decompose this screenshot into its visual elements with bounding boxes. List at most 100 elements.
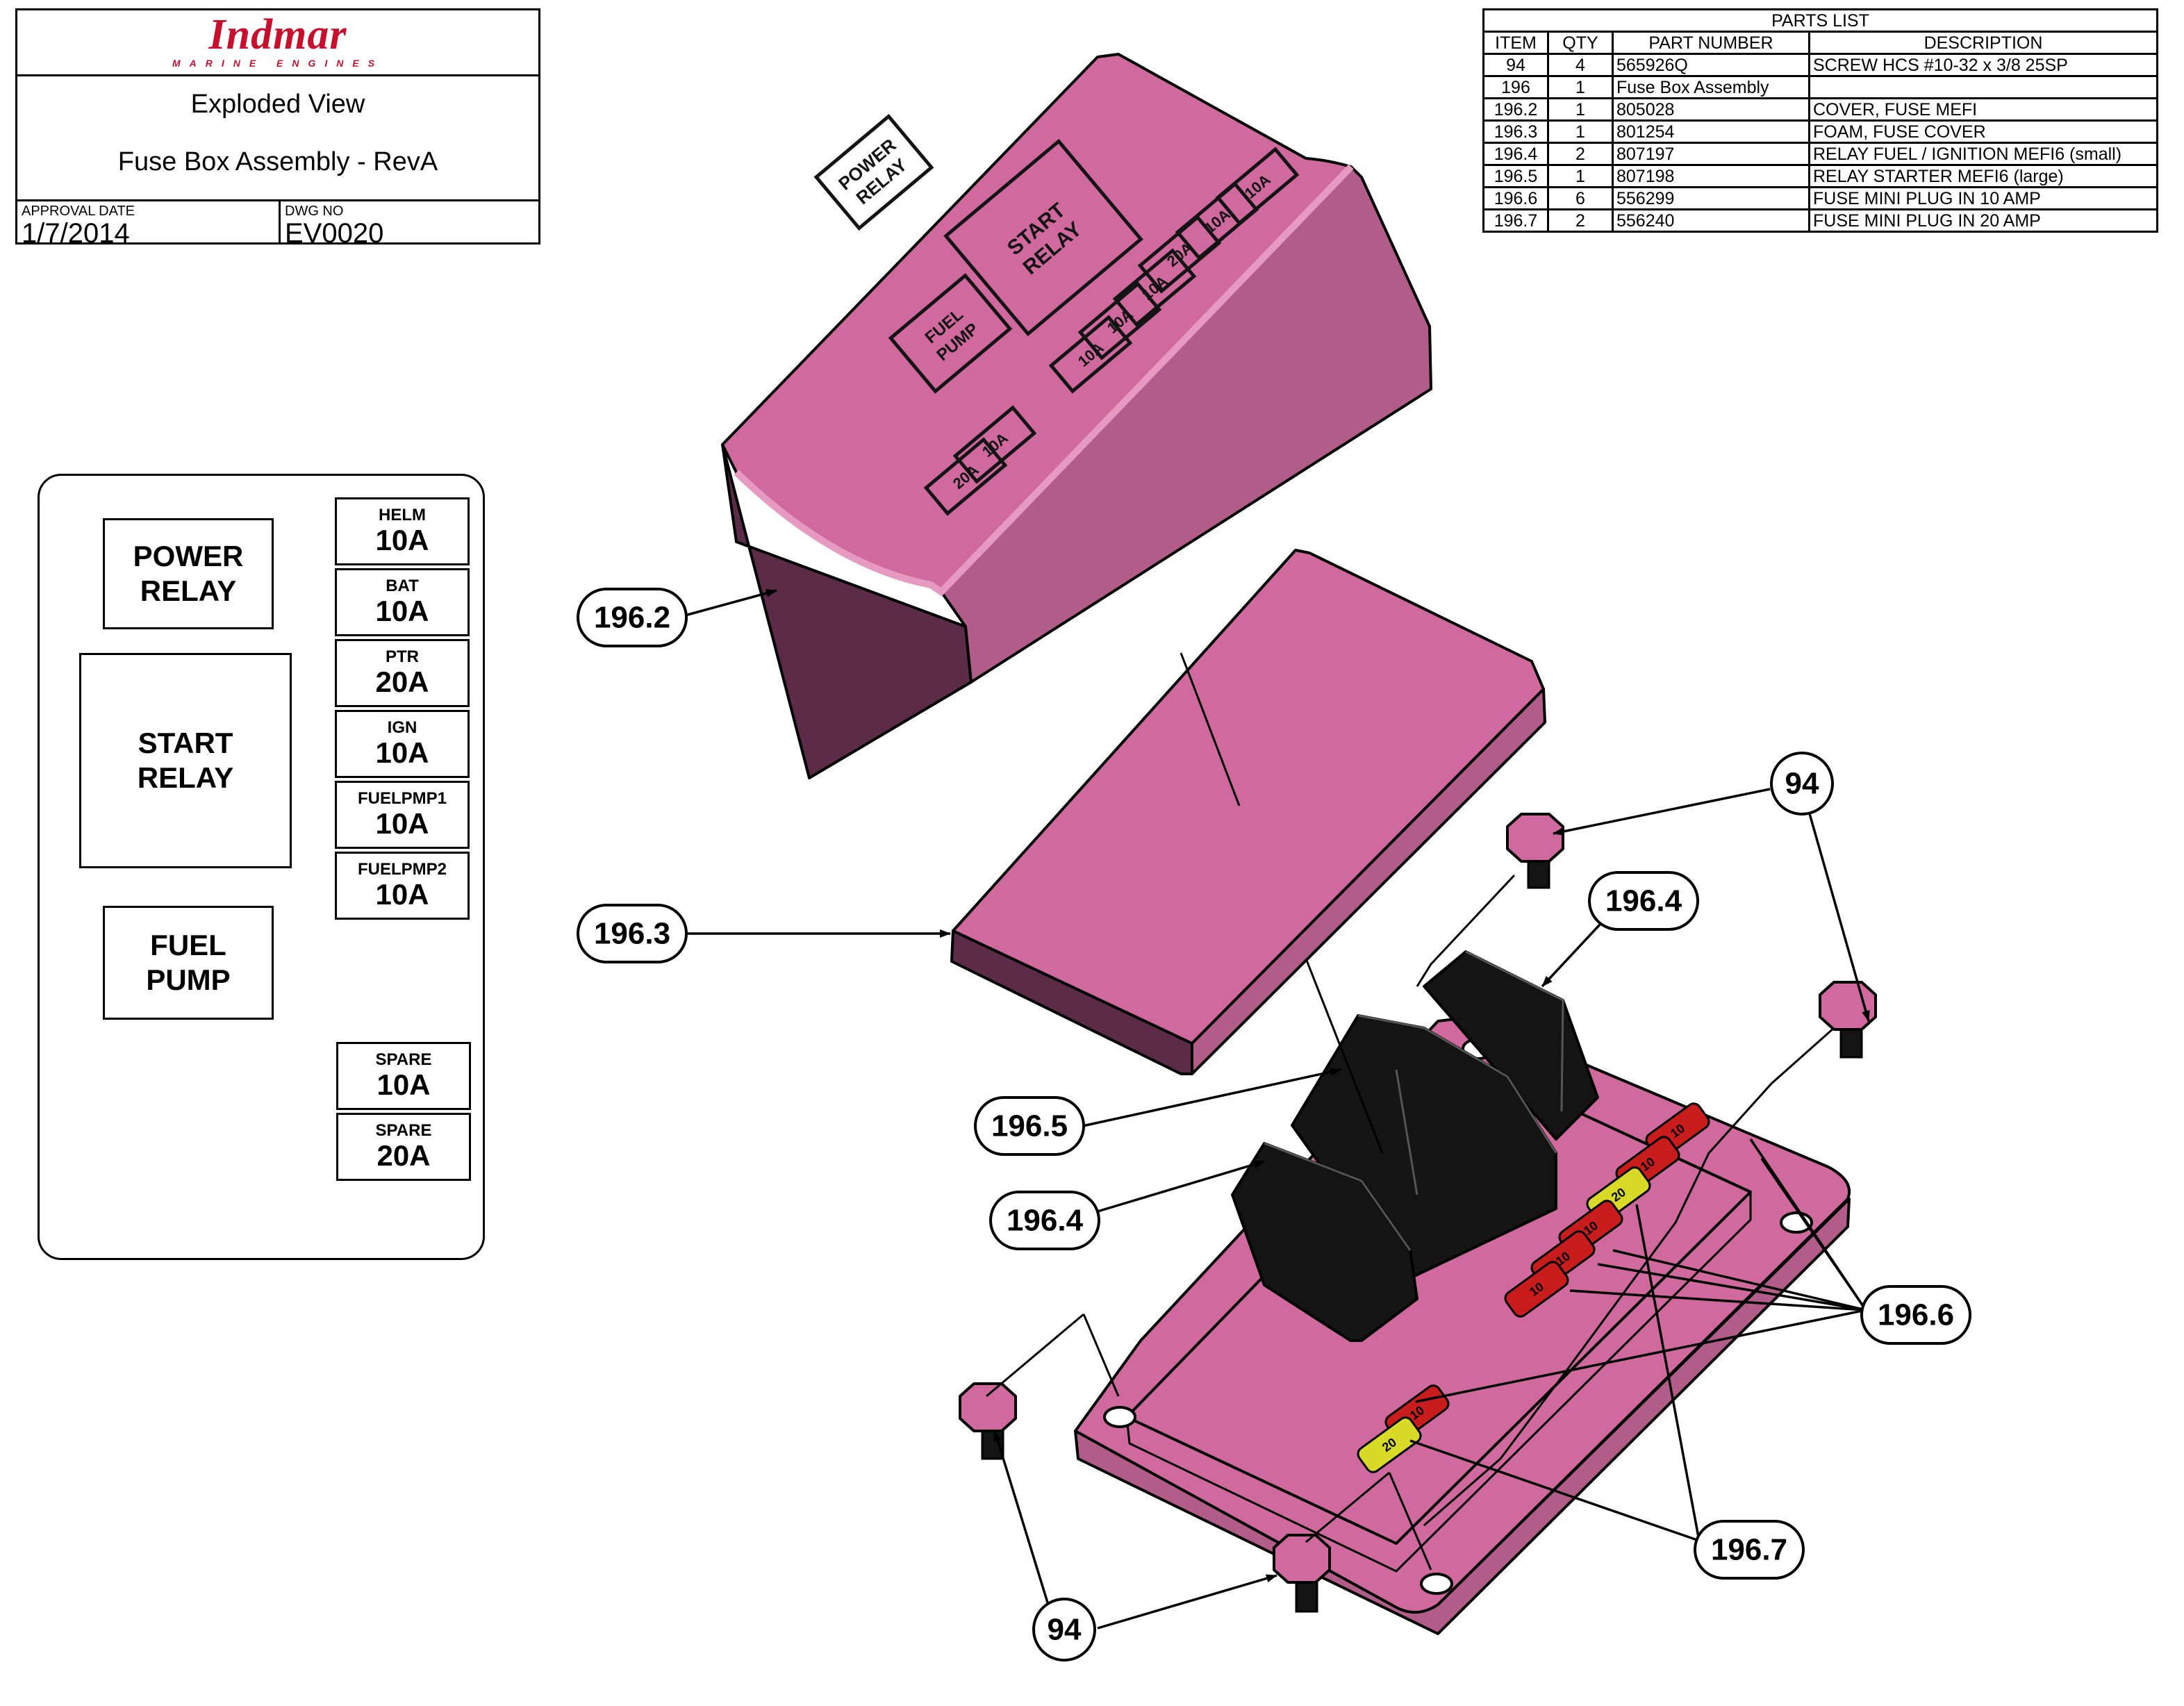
drawing-title: Exploded View Fuse Box Assembly - RevA — [17, 74, 538, 201]
base-mount-hole — [1103, 1406, 1136, 1428]
cover-label-power-relay: POWER RELAY — [813, 113, 934, 231]
table-row: 196.5 1 807198 RELAY STARTER MEFI6 (larg… — [1482, 164, 2158, 188]
parts-list-table: PARTS LIST ITEM QTY PART NUMBER DESCRIPT… — [1482, 8, 2158, 233]
legend-fuse-helm: HELM 10A — [335, 497, 470, 565]
relay-196-4-lower — [1231, 1142, 1418, 1342]
title-line-1: Exploded View — [190, 90, 365, 119]
dwg-no-cell: DWG NO EV0020 — [281, 199, 538, 247]
cell-description: COVER, FUSE MEFI — [1808, 97, 2158, 122]
mini-fuse-10a: 10 — [1504, 1261, 1569, 1318]
indmar-logo: Indmar MARINE ENGINES — [17, 10, 538, 76]
callout-196-7: 196.7 — [1694, 1520, 1805, 1580]
callout-label: 196.7 — [1711, 1533, 1787, 1567]
fuse-name: PTR — [386, 647, 419, 666]
cell-part-number: 807197 — [1612, 142, 1810, 166]
mini-fuse-20a-spare: 20 — [1357, 1416, 1422, 1473]
legend-fuse-ptr: PTR 20A — [335, 639, 470, 707]
cell-description: RELAY FUEL / IGNITION MEFI6 (small) — [1808, 142, 2158, 166]
approval-date-value: 1/7/2014 — [22, 218, 130, 249]
base-mount-hole — [1420, 1573, 1453, 1595]
cell-item: 196.3 — [1482, 119, 1549, 144]
legend-fuse-fuelpmp1: FUELPMP1 10A — [335, 781, 470, 849]
legend-start-relay-line1: START — [138, 727, 233, 759]
fuse-rating: 10A — [375, 807, 429, 840]
callout-label: 94 — [1048, 1613, 1082, 1647]
legend-fuse-ign: IGN 10A — [335, 710, 470, 778]
parts-list-title: PARTS LIST — [1482, 8, 2158, 33]
fuse-name: FUELPMP1 — [357, 789, 447, 808]
foam-top-face — [952, 549, 1545, 1045]
cell-qty: 6 — [1547, 186, 1614, 210]
dwg-no-value: EV0020 — [285, 218, 384, 249]
foam-196-3 — [950, 549, 1546, 1075]
brand-tagline: MARINE ENGINES — [172, 58, 384, 69]
title-block: Indmar MARINE ENGINES Exploded View Fuse… — [15, 8, 540, 247]
approval-date-label: APPROVAL DATE — [22, 204, 135, 219]
cell-part-number: 805028 — [1612, 97, 1810, 122]
fuse-rating: 10A — [375, 878, 429, 911]
header-description: DESCRIPTION — [1808, 31, 2158, 55]
cell-description — [1808, 75, 2158, 99]
callout-label: 196.4 — [1605, 884, 1682, 918]
cell-qty: 2 — [1547, 142, 1614, 166]
table-row: 94 4 565926Q SCREW HCS #10-32 x 3/8 25SP — [1482, 53, 2158, 77]
legend-fuel-pump-line1: FUEL — [150, 929, 226, 961]
cell-qty: 1 — [1547, 119, 1614, 144]
callout-label: 196.3 — [594, 917, 670, 951]
parts-list-header: ITEM QTY PART NUMBER DESCRIPTION — [1482, 31, 2158, 55]
legend-fuse-fuelpmp2: FUELPMP2 10A — [335, 852, 470, 920]
callout-label: 94 — [1785, 767, 1819, 801]
cell-description: SCREW HCS #10-32 x 3/8 25SP — [1808, 53, 2158, 77]
fuse-rating: 10A — [375, 736, 429, 769]
legend-fuse-bat: BAT 10A — [335, 568, 470, 636]
callout-196-6: 196.6 — [1860, 1285, 1971, 1345]
callout-196-3: 196.3 — [577, 904, 688, 963]
fuse-name: SPARE — [375, 1050, 432, 1069]
table-row: 196 1 Fuse Box Assembly — [1482, 75, 2158, 99]
fuse-rating: 10A — [375, 524, 429, 556]
fuse-name: HELM — [379, 506, 426, 524]
cell-part-number: 807198 — [1612, 164, 1810, 188]
fuse-name: BAT — [386, 577, 419, 595]
callout-196-4-lower: 196.4 — [989, 1191, 1100, 1250]
dwg-no-label: DWG NO — [285, 204, 344, 219]
cover-edge-highlight — [734, 164, 1354, 597]
legend-fuel-pump-line2: PUMP — [146, 963, 231, 996]
legend-start-relay-line2: RELAY — [137, 761, 234, 794]
fuse-rating: 10A — [377, 1068, 431, 1101]
fuse-name: SPARE — [375, 1121, 432, 1140]
screw-94 — [1273, 1534, 1331, 1613]
cell-description: FOAM, FUSE COVER — [1808, 119, 2158, 144]
assembly-centerlines — [986, 652, 1835, 1571]
cell-part-number: 556299 — [1612, 186, 1810, 210]
legend-fuse-spare-20: SPARE 20A — [336, 1113, 471, 1181]
title-line-2: Fuse Box Assembly - RevA — [117, 147, 438, 176]
table-row: 196.2 1 805028 COVER, FUSE MEFI — [1482, 97, 2158, 122]
callout-196-4-upper: 196.4 — [1588, 871, 1699, 931]
header-qty: QTY — [1547, 31, 1614, 55]
fuse-rating: 20A — [375, 665, 429, 698]
table-row: 196.3 1 801254 FOAM, FUSE COVER — [1482, 119, 2158, 144]
legend-start-relay: START RELAY — [79, 653, 292, 868]
callout-leaders — [684, 589, 1870, 1630]
legend-fuse-spare-10: SPARE 10A — [336, 1042, 471, 1110]
callout-label: 196.6 — [1878, 1298, 1954, 1332]
cell-item: 94 — [1482, 53, 1549, 77]
legend-fuel-pump: FUEL PUMP — [103, 906, 274, 1020]
cell-item: 196.2 — [1482, 97, 1549, 122]
brand-name: Indmar — [208, 11, 347, 58]
table-row: 196.7 2 556240 FUSE MINI PLUG IN 20 AMP — [1482, 208, 2158, 233]
cell-item: 196.7 — [1482, 208, 1549, 233]
approval-date-cell: APPROVAL DATE 1/7/2014 — [17, 199, 281, 247]
callout-94-upper: 94 — [1770, 752, 1834, 815]
cell-item: 196.4 — [1482, 142, 1549, 166]
cell-qty: 1 — [1547, 97, 1614, 122]
header-item: ITEM — [1482, 31, 1549, 55]
cell-description: FUSE MINI PLUG IN 20 AMP — [1808, 208, 2158, 233]
fuse-rating: 20A — [377, 1139, 431, 1172]
callout-196-2: 196.2 — [577, 588, 688, 647]
legend-power-relay-line1: POWER — [133, 540, 244, 572]
cell-part-number: 801254 — [1612, 119, 1810, 144]
cell-item: 196 — [1482, 75, 1549, 99]
screw-94 — [959, 1382, 1017, 1460]
